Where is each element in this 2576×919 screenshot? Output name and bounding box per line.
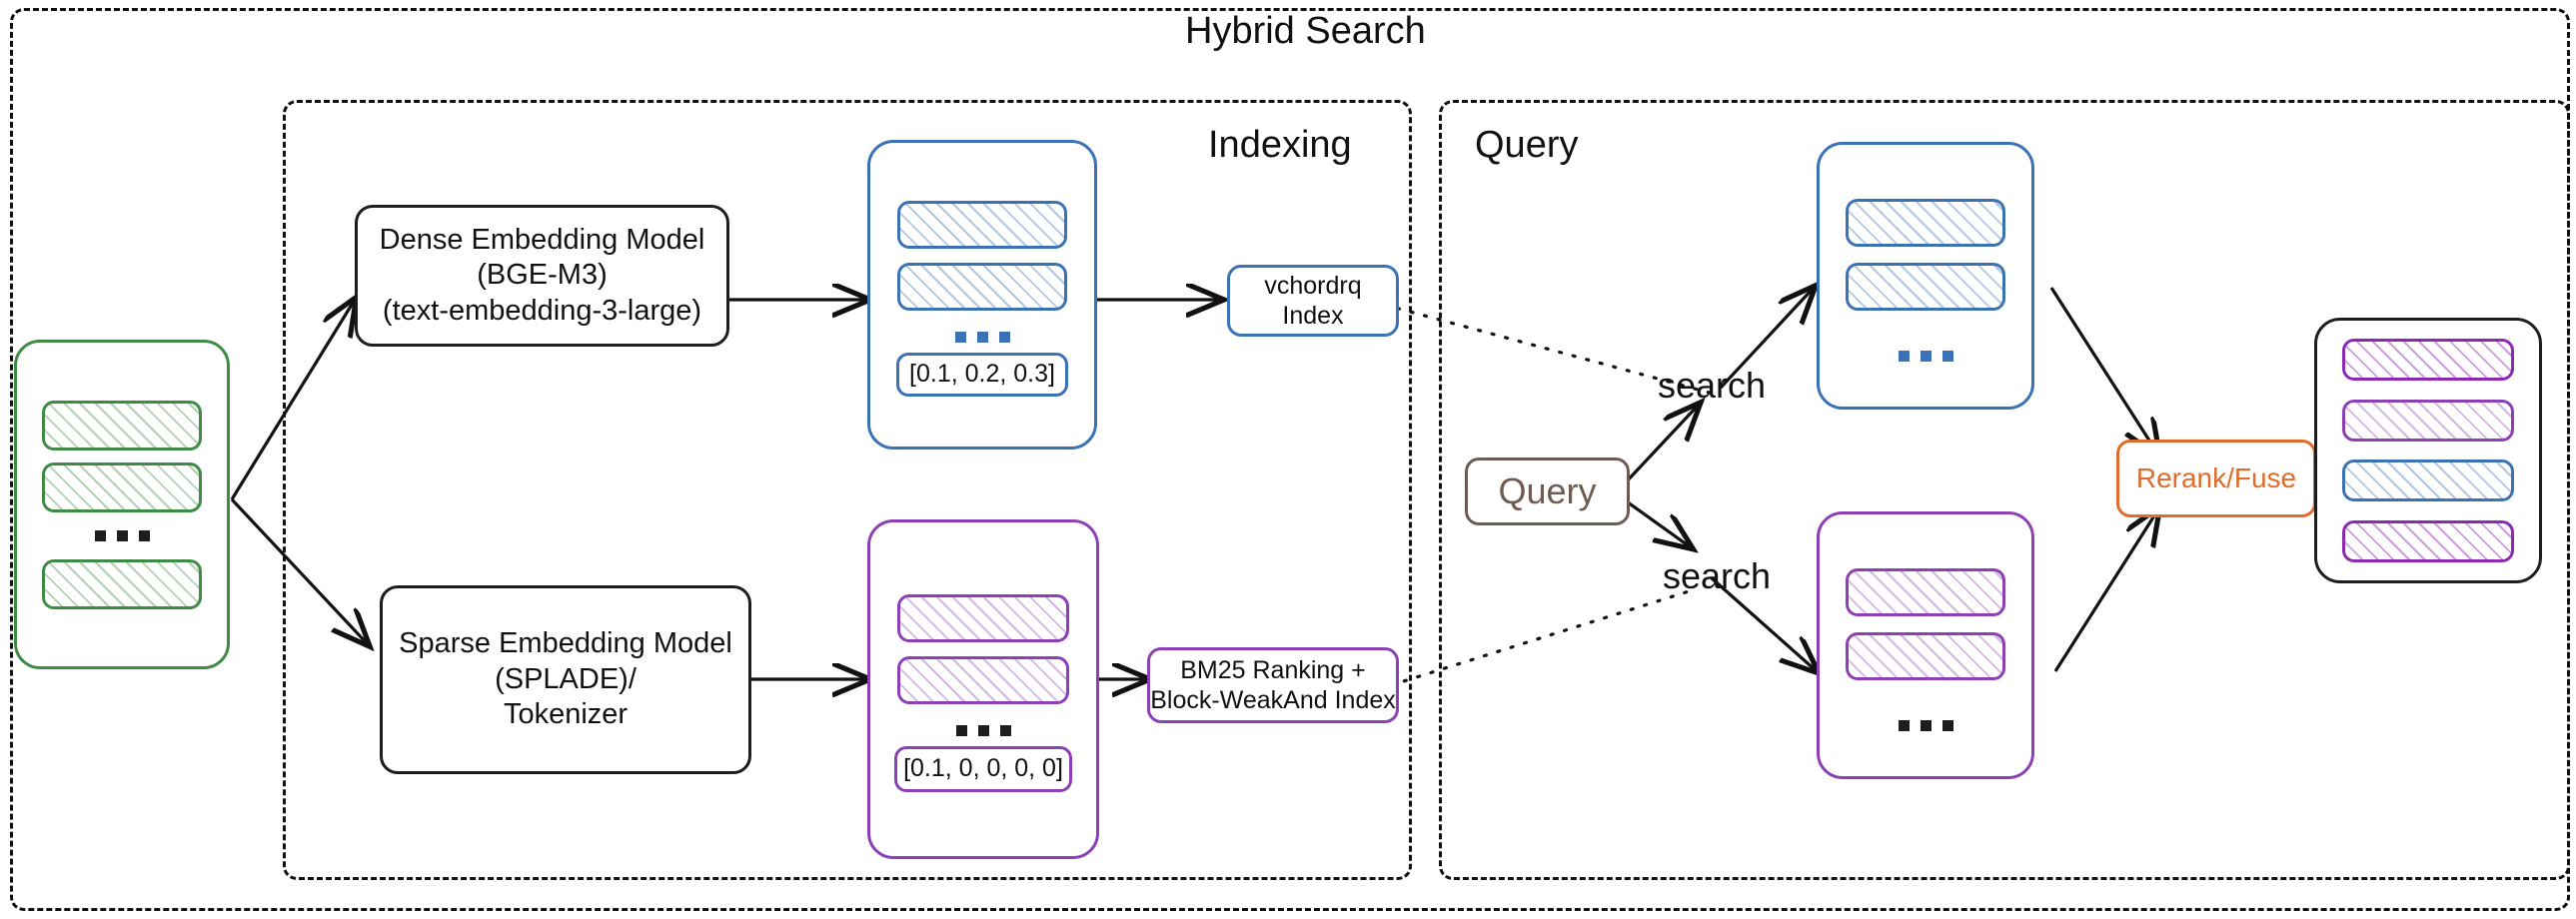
sparse-results-ellipsis [1898, 719, 1953, 731]
dense-model-line-3: (text-embedding-3-large) [382, 294, 702, 327]
sparse-result-item [1846, 567, 2005, 616]
sparse-results-stack [1817, 511, 2034, 779]
sparse-vectors-ellipsis [955, 724, 1011, 736]
panel-query [1439, 100, 2570, 880]
dense-result-item [1846, 198, 2005, 247]
document-item [42, 400, 202, 451]
documents-ellipsis [94, 529, 150, 541]
vchordrq-line-1: vchordrq [1264, 271, 1362, 300]
dense-model-line-1: Dense Embedding Model [379, 223, 705, 256]
sparse-model-line-2: (SPLADE)/ [495, 662, 637, 695]
dense-embedding-model-node[interactable]: Dense Embedding Model (BGE-M3) (text-emb… [355, 205, 729, 347]
final-result-item [2342, 399, 2514, 442]
panel-title-hybrid-search: Hybrid Search [1185, 10, 1426, 52]
panel-title-indexing: Indexing [1208, 124, 1352, 166]
documents-stack [14, 340, 230, 669]
dense-result-item [1846, 262, 2005, 311]
dense-model-line-2: (BGE-M3) [477, 259, 608, 292]
dense-vector-item [897, 200, 1067, 249]
sparse-vector-value: [0.1, 0, 0, 0, 0] [894, 745, 1072, 792]
dense-results-stack [1817, 142, 2034, 410]
dense-vectors-ellipsis [954, 331, 1010, 343]
dense-vectors-stack: [0.1, 0.2, 0.3] [867, 140, 1097, 450]
final-result-item [2342, 460, 2514, 502]
vchordrq-line-2: Index [1282, 302, 1344, 330]
dense-vector-item [897, 262, 1067, 311]
sparse-vectors-stack: [0.1, 0, 0, 0, 0] [867, 519, 1099, 859]
sparse-vector-item [897, 655, 1069, 704]
sparse-model-line-3: Tokenizer [503, 698, 629, 731]
bm25-index-node[interactable]: BM25 Ranking + Block-WeakAnd Index [1147, 647, 1399, 723]
dense-vector-value: [0.1, 0.2, 0.3] [896, 352, 1068, 397]
bm25-line-2: Block-WeakAnd Index [1150, 686, 1396, 714]
dense-results-ellipsis [1898, 350, 1953, 362]
panel-title-query: Query [1475, 124, 1579, 166]
final-result-item [2342, 519, 2514, 562]
rerank-fuse-node[interactable]: Rerank/Fuse [2116, 440, 2316, 517]
document-item [42, 558, 202, 609]
sparse-vector-item [897, 593, 1069, 642]
rerank-fuse-label: Rerank/Fuse [2135, 461, 2297, 493]
final-results-stack [2314, 318, 2542, 583]
bm25-line-1: BM25 Ranking + [1180, 655, 1366, 684]
search-label-sparse: search [1663, 555, 1772, 596]
final-result-item [2342, 339, 2514, 382]
document-item [42, 461, 202, 512]
sparse-embedding-model-node[interactable]: Sparse Embedding Model (SPLADE)/ Tokeniz… [380, 585, 751, 774]
search-label-dense: search [1658, 365, 1767, 406]
query-label: Query [1498, 470, 1597, 512]
vchordrq-index-node[interactable]: vchordrq Index [1227, 265, 1399, 337]
sparse-result-item [1846, 631, 2005, 680]
query-node[interactable]: Query [1465, 458, 1630, 525]
sparse-model-line-1: Sparse Embedding Model [399, 627, 732, 660]
